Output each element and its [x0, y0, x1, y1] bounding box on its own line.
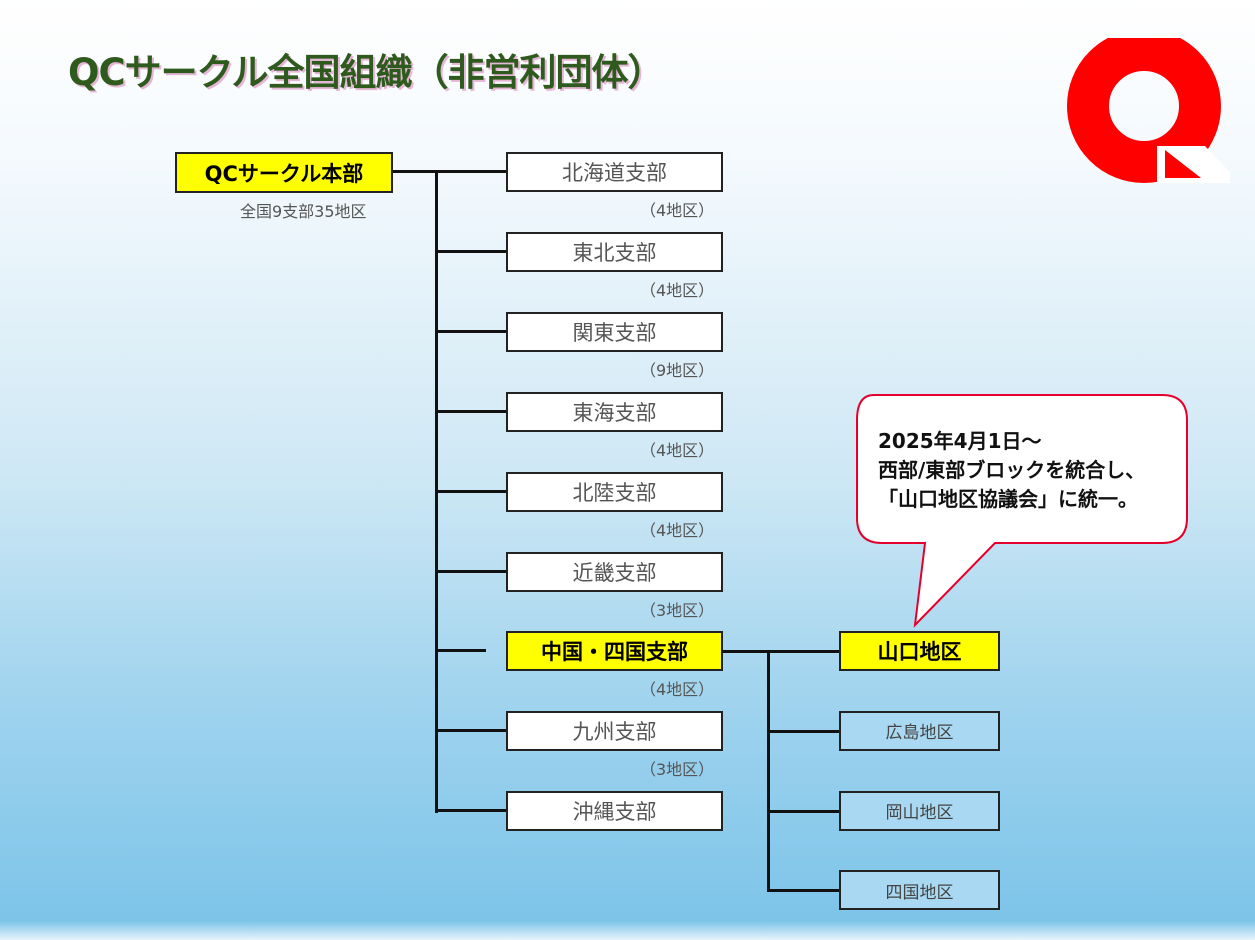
branch-label: 北陸支部	[572, 480, 657, 505]
district-label: 四国地区	[885, 882, 954, 903]
branch-district-count: （3地区）	[640, 760, 715, 780]
branch-district-count: （3地区）	[640, 600, 715, 620]
branch-label: 中国・四国支部	[541, 640, 688, 665]
headquarters-box: QCサークル本部	[175, 152, 393, 193]
branch-box: 九州支部	[506, 711, 723, 752]
branch-connector	[436, 809, 506, 813]
district-box: 四国地区	[839, 870, 1000, 911]
headquarters-note: 全国9支部35地区	[240, 202, 367, 221]
branch-district-count: （4地区）	[640, 280, 715, 300]
branch-box: 中国・四国支部	[506, 631, 723, 672]
branch-district-count: （4地区）	[640, 680, 715, 700]
district-label: 山口地区	[877, 640, 962, 664]
district-label: 広島地区	[885, 723, 954, 744]
branch-box: 沖縄支部	[506, 791, 723, 832]
branch-connector	[436, 729, 506, 733]
district-trunk-line	[767, 650, 770, 892]
branch-box: 関東支部	[506, 311, 723, 352]
callout-line: 2025年4月1日～	[878, 429, 1042, 453]
branch-label: 北海道支部	[562, 161, 667, 185]
callout-line: 西部/東部ブロックを統合し、	[878, 458, 1146, 482]
branch-box: 北陸支部	[506, 471, 723, 512]
branch-label: 近畿支部	[572, 560, 657, 585]
branch-district-count: （4地区）	[640, 440, 715, 460]
branch-label: 沖縄支部	[572, 800, 657, 825]
branch-district-count: （9地区）	[640, 360, 715, 380]
branch-connector	[436, 249, 506, 253]
district-box: 岡山地区	[839, 790, 1000, 831]
branch-district-count: （4地区）	[640, 201, 715, 220]
district-box: 広島地区	[839, 710, 1000, 751]
branch-box: 北海道支部	[506, 152, 723, 192]
district-connector	[768, 729, 839, 733]
headquarters-label: QCサークル本部	[204, 161, 364, 186]
branch-label: 東海支部	[572, 400, 657, 425]
qc-logo	[1067, 38, 1230, 183]
branch-connector	[436, 489, 506, 493]
branch-box: 東海支部	[506, 391, 723, 432]
branch-label: 関東支部	[572, 320, 657, 345]
branch-district-count: （4地区）	[640, 520, 715, 540]
callout-bubble	[856, 394, 1188, 628]
callout-text: 2025年4月1日～ 西部/東部ブロックを統合し、 「山口地区協議会」に統一。	[878, 427, 1145, 514]
page-title: QCサークル全国組織（非営利団体）	[68, 51, 664, 94]
callout-line: 「山口地区協議会」に統一。	[878, 487, 1138, 511]
branch-connector	[436, 170, 506, 173]
branch-connector	[436, 329, 506, 333]
branch-connector	[436, 649, 486, 653]
district-box: 山口地区	[839, 631, 1000, 671]
district-label: 岡山地区	[885, 803, 954, 824]
branch-label: 九州支部	[572, 720, 657, 745]
district-connector	[768, 889, 839, 893]
branch-box: 近畿支部	[506, 551, 723, 592]
branch-box: 東北支部	[506, 231, 723, 272]
branch-label: 東北支部	[572, 240, 657, 265]
branch-connector	[436, 569, 506, 573]
connector	[722, 650, 839, 653]
district-connector	[768, 809, 839, 813]
branch-connector	[436, 409, 506, 413]
